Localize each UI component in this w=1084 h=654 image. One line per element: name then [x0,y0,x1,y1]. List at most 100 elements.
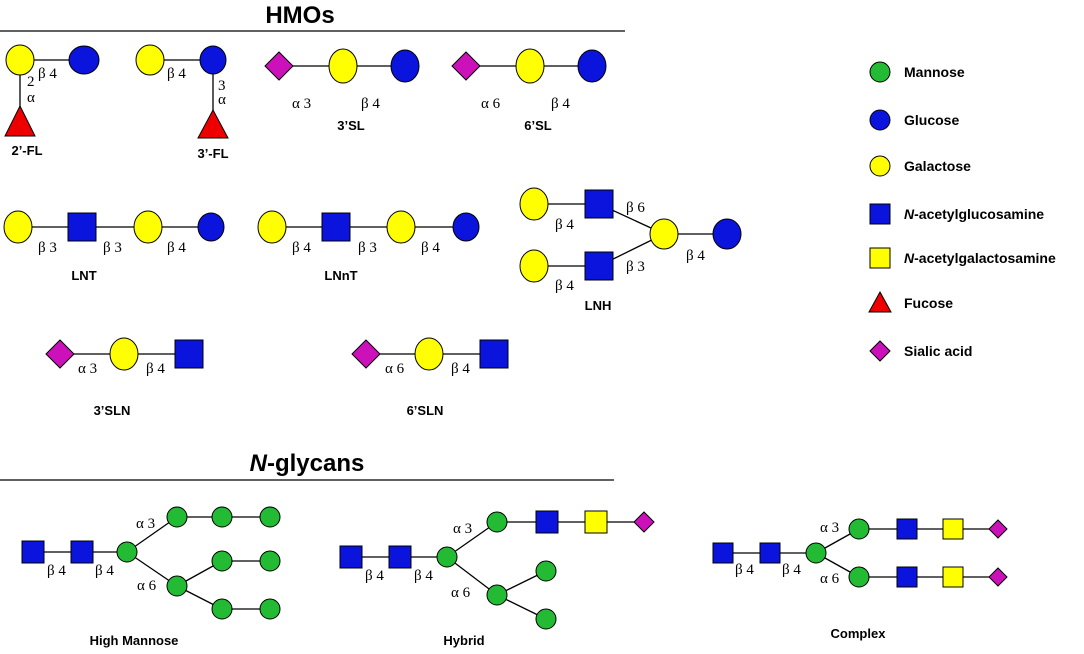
glucose-circle [577,49,607,83]
link-label: β 4 [38,66,57,82]
sialic-acid-diamond [45,339,75,369]
link-label: β 4 [782,562,801,578]
mannose-circle [166,506,188,528]
glucose-circle [452,212,480,242]
link-label: α [218,92,226,108]
glcnac-square [388,545,412,569]
legend-label: N-acetylgalactosamine [904,250,1056,266]
structure-name: 2’-FL [11,143,42,158]
link-label: α 3 [136,516,155,532]
structure-3fl: β 4 3 α 3’-FL [135,44,229,161]
sialic-acid-diamond [264,51,294,81]
legend-glucose-icon [869,109,891,131]
galactose-circle [257,210,287,244]
glcnac-square [174,339,204,369]
link-label: α 6 [385,361,405,377]
structure-6sln: α 6 β 4 6’SLN [351,337,509,418]
mannose-circle [259,598,281,620]
legend-label: Mannose [904,64,965,80]
link-label: β 3 [358,240,377,256]
link-label: α 3 [453,521,472,537]
structure-name: Complex [831,626,887,641]
structure-name: LNH [585,298,612,313]
galnac-square [942,566,964,588]
galactose-circle [328,48,358,84]
structure-hybrid: β 4 β 4 α 3 α 6 Hybrid [339,510,655,648]
galnac-square [942,518,964,540]
link-label: β 4 [47,563,66,579]
structure-name: 3’SL [337,118,365,133]
section-title-hmos: HMOs [265,2,334,29]
link-label: 2 [27,74,35,90]
glucose-circle [197,212,225,242]
structure-name: 3’-FL [197,146,228,161]
glucose-circle [199,45,227,75]
structure-lnt: β 3 β 3 β 4 LNT [3,210,225,283]
link-label: β 4 [686,248,705,264]
link-label: β 4 [146,361,165,377]
glcnac-square [321,212,351,242]
mannose-circle [848,518,870,540]
section-title-nglycans: N-glycans [250,450,365,477]
glucose-circle [390,49,420,83]
link-label: β 4 [555,217,574,233]
galactose-circle [5,44,35,76]
structure-3sln: α 3 β 4 3’SLN [45,337,204,418]
link-label: β 3 [38,240,57,256]
glcnac-square [339,545,363,569]
link-label: β 4 [95,563,114,579]
glcnac-square [896,518,918,540]
link-label: α 6 [137,578,157,594]
link-label: β 3 [103,240,122,256]
mannose-circle [535,560,557,582]
mannose-circle [166,575,188,597]
structure-name: 6’SLN [407,403,444,418]
sialic-acid-diamond [451,51,481,81]
glcnac-square [535,510,559,534]
glcnac-square [67,212,97,242]
structure-complex: β 4 β 4 α 3 α 6 Complex [712,518,1008,641]
link-label: β 4 [414,568,433,584]
link-label: β 4 [167,66,186,82]
legend-glcnac-icon [869,203,891,225]
structure-2fl: β 4 2 α 2’-FL [4,44,100,158]
legend-galnac-icon [869,247,891,269]
structure-high-mannose: β 4 β 4 α 3 α 6 High Mannose [21,506,281,648]
mannose-circle [535,608,557,630]
legend-mannose-icon [869,61,891,83]
link-label: α 6 [481,96,501,112]
link-label: α 6 [451,585,471,601]
link-label: β 4 [451,361,470,377]
galnac-square [584,510,608,534]
galactose-circle [133,210,163,244]
structure-name: Hybrid [443,633,484,648]
legend-fucose-icon [868,290,892,313]
galactose-circle [519,187,549,221]
galactose-circle [649,218,679,250]
galactose-circle [519,249,549,283]
link-label: β 4 [292,240,311,256]
galactose-circle [3,210,33,244]
galactose-circle [515,48,545,84]
link-label: α 3 [292,96,311,112]
sialic-acid-diamond [988,519,1008,539]
sialic-acid-diamond [988,567,1008,587]
mannose-circle [486,584,508,606]
link-label: α 6 [820,571,840,587]
link-label: 3 [218,78,226,94]
legend-label: Fucose [904,295,953,311]
glcnac-square [759,542,781,564]
sialic-acid-diamond [351,339,381,369]
link-label: β 4 [735,562,754,578]
glcnac-square [70,540,94,564]
link-label: α [27,90,35,106]
mannose-circle [436,546,458,568]
glcnac-square [584,189,614,219]
mannose-circle [259,506,281,528]
galactose-circle [135,44,165,76]
glcnac-square [712,542,734,564]
mannose-circle [486,511,508,533]
glcnac-square [21,540,45,564]
